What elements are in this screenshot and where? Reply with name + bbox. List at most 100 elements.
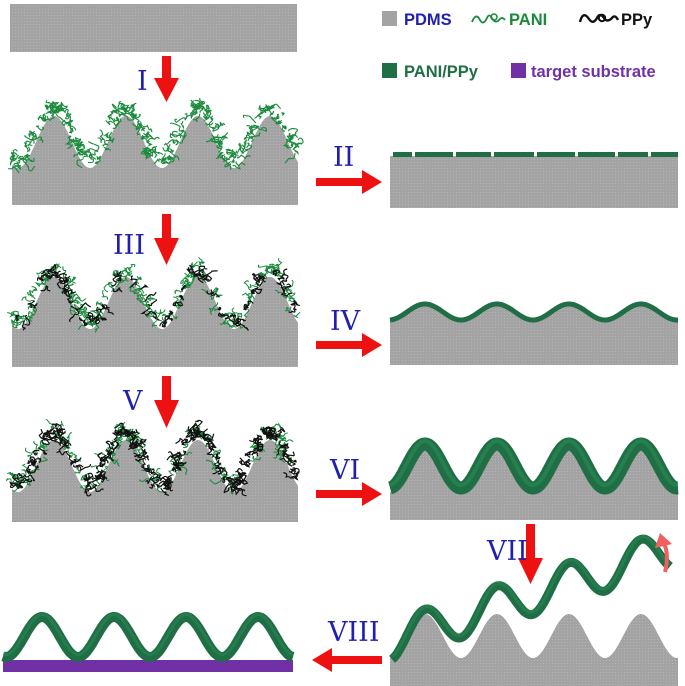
ppy-fiber — [129, 275, 138, 281]
pani-fiber — [203, 115, 210, 122]
pani-fiber — [27, 291, 36, 300]
ppy-fiber — [145, 476, 153, 485]
pani-fiber — [117, 275, 128, 278]
pani-fiber — [41, 276, 50, 285]
pani-fiber — [76, 468, 81, 473]
ppy-fiber — [29, 461, 35, 467]
pani-fiber — [142, 151, 154, 160]
pani-fiber — [120, 267, 128, 275]
pani-fiber — [22, 478, 31, 486]
pani-fiber — [180, 121, 185, 129]
ppy-fiber — [11, 474, 19, 481]
ppy-fiber — [200, 435, 209, 442]
pani-fiber — [60, 101, 68, 109]
pani-fiber — [246, 455, 255, 463]
pani-fiber — [42, 113, 47, 119]
pani-fiber — [93, 323, 100, 333]
ppy-fiber — [84, 481, 91, 487]
ppy-fiber — [168, 310, 174, 315]
ppy-fiber — [144, 311, 157, 317]
pani-fiber — [59, 116, 67, 127]
ppy-fiber — [256, 437, 263, 444]
pani-fiber — [90, 310, 99, 314]
pani-fiber — [33, 440, 39, 455]
ppy-fiber — [237, 479, 242, 486]
ppy-fiber — [137, 438, 147, 445]
ppy-fiber — [141, 458, 147, 468]
pani-fiber — [153, 309, 163, 314]
pani-fiber — [258, 106, 269, 112]
pani-fiber — [24, 144, 31, 153]
pani-fiber — [202, 109, 213, 116]
ppy-fiber — [95, 463, 105, 470]
ppy-fiber — [99, 456, 107, 466]
pani-fiber — [231, 158, 235, 163]
pani-fiber — [281, 125, 287, 130]
pani-fiber — [225, 150, 233, 155]
ppy-fiber — [15, 314, 20, 322]
arrow-step-6 — [316, 482, 382, 506]
pani-fiber — [147, 149, 157, 153]
ppy-fiber — [114, 422, 124, 429]
ppy-fiber — [280, 268, 288, 279]
pani-fiber — [205, 104, 211, 111]
ppy-fiber — [201, 273, 210, 281]
ppy-fiber — [177, 461, 185, 466]
pdms-flat-block-2 — [390, 156, 678, 208]
pani-fiber — [280, 439, 294, 443]
pani-fiber — [69, 289, 76, 302]
ppy-fiber — [105, 440, 113, 450]
pani-fiber — [112, 117, 120, 129]
pani-fiber — [69, 300, 75, 311]
pani-fiber — [194, 264, 205, 274]
pani-fiber — [37, 114, 44, 121]
ppy-fiber — [95, 474, 106, 480]
ppy-fiber — [243, 303, 250, 309]
ppy-fiber — [168, 480, 174, 487]
pani-fiber — [146, 134, 160, 141]
ppy-fiber — [73, 457, 82, 463]
ppy-fiber — [291, 474, 299, 481]
ppy-fiber — [147, 465, 156, 476]
ppy-fiber — [273, 429, 279, 439]
pani-fiber — [151, 319, 159, 327]
ppy-fiber — [256, 443, 264, 449]
film-segment — [578, 152, 615, 157]
pani-fiber — [211, 137, 220, 144]
legend-ppy-label: PPy — [621, 11, 653, 29]
pani-fiber — [67, 449, 74, 455]
pani-fiber — [46, 103, 57, 110]
pani-fiber — [9, 154, 20, 161]
ppy-fiber — [283, 444, 290, 449]
pani-fiber — [271, 113, 279, 120]
ppy-fiber — [47, 263, 57, 273]
pani-fiber — [103, 146, 112, 151]
ppy-fiber — [62, 436, 70, 444]
ppy-fiber — [36, 277, 44, 282]
pani-fiber — [174, 289, 182, 294]
pani-fiber — [142, 146, 149, 154]
ppy-fiber — [155, 483, 161, 488]
ppy-fiber — [278, 441, 287, 449]
ppy-fiber — [54, 437, 62, 446]
ppy-fiber — [115, 276, 122, 282]
pani-fiber — [31, 286, 38, 294]
pani-fiber — [155, 467, 162, 479]
pani-fiber — [172, 130, 182, 139]
ppy-fiber — [191, 423, 201, 430]
ppy-fiber — [31, 461, 36, 467]
ppy-fiber — [26, 458, 37, 464]
ppy-fiber — [62, 275, 71, 283]
pani-fiber — [72, 296, 87, 302]
peeling-film-highlight — [391, 535, 671, 658]
pani-fiber — [210, 134, 223, 146]
pani-fiber — [225, 148, 237, 156]
pani-fiber — [37, 456, 49, 463]
pani-fiber — [282, 285, 294, 294]
pdms-flat-block — [10, 4, 297, 52]
pani-fiber — [246, 131, 256, 137]
ppy-fiber — [100, 315, 108, 321]
legend-film-swatch — [382, 63, 397, 78]
pani-fiber — [72, 139, 79, 147]
